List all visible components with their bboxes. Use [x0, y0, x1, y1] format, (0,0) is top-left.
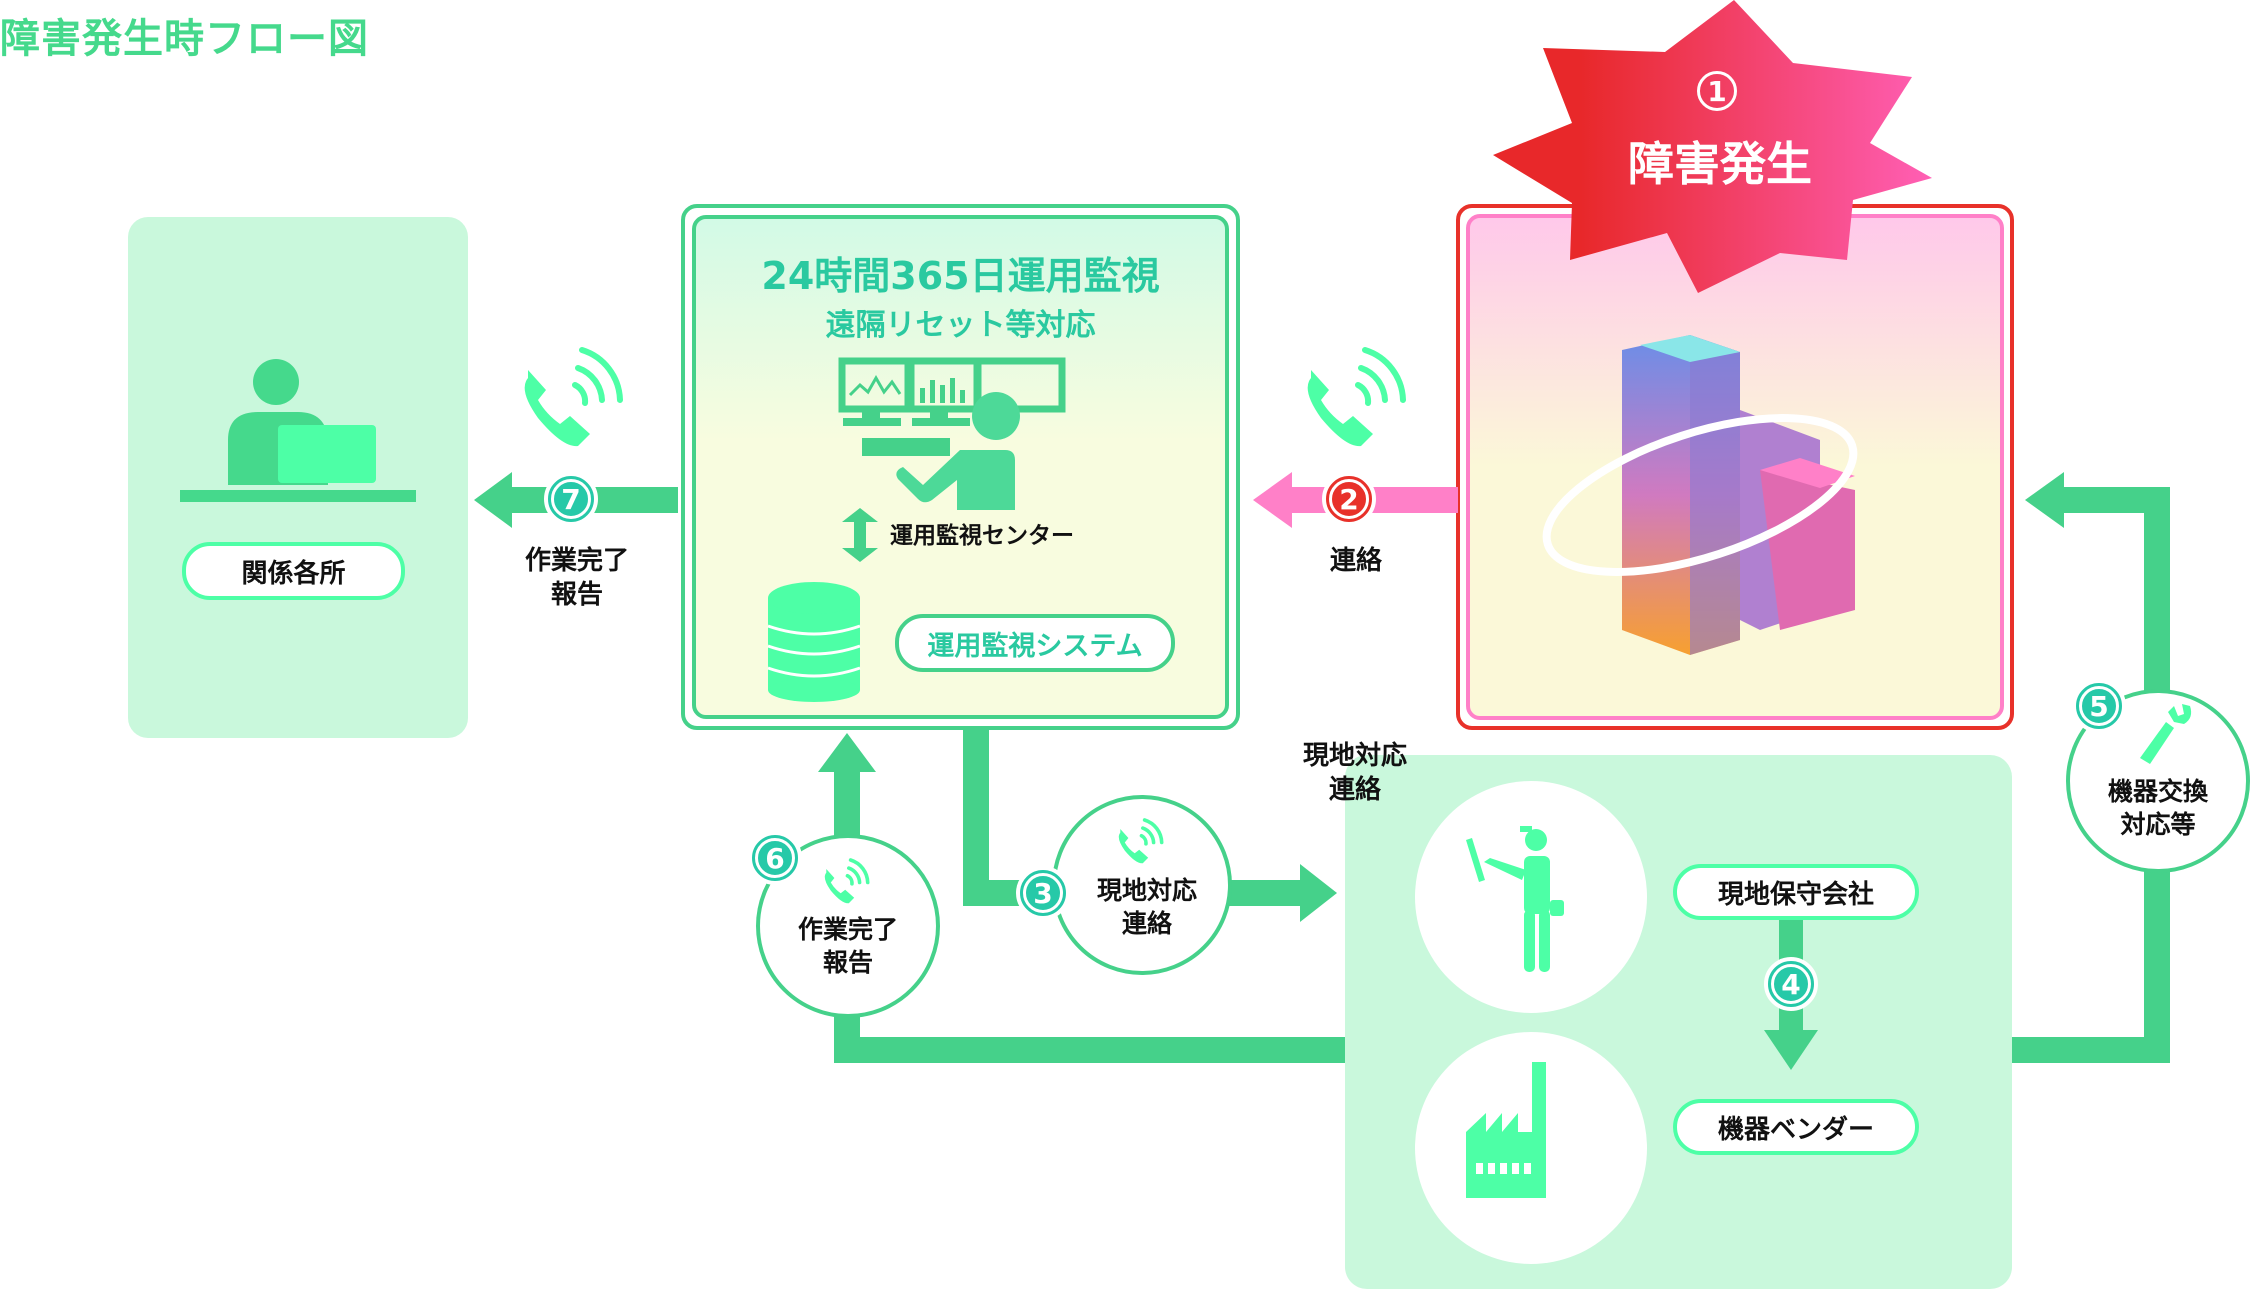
- step2-label: 連絡: [1329, 546, 1382, 576]
- equipment-vendor-button[interactable]: 機器ベンダー: [1673, 1099, 1919, 1155]
- office-worker-icon: [180, 359, 416, 502]
- technician-icon: [1466, 826, 1564, 972]
- incident-starburst: [1493, 0, 1932, 293]
- phone-icon: [524, 347, 623, 447]
- phone-icon: [1118, 818, 1164, 864]
- monitoring-system-button[interactable]: 運用監視システム: [895, 614, 1175, 672]
- phone-icon: [1307, 347, 1406, 447]
- step7-badge: 7: [544, 472, 598, 526]
- up-down-arrow-icon: [842, 508, 878, 562]
- phone-icon: [824, 858, 870, 904]
- related-parties-button[interactable]: 関係各所: [182, 542, 405, 600]
- step3-label: 現地対応連絡: [1096, 876, 1197, 938]
- step6-label: 作業完了報告: [797, 915, 898, 977]
- onsite-contact-note: 現地対応連絡: [1302, 741, 1407, 805]
- wrench-icon: [2140, 704, 2192, 764]
- step5-badge: 5: [2072, 679, 2126, 733]
- incident-label: 障害発生: [1628, 137, 1812, 191]
- step3-badge: 3: [1016, 866, 1070, 920]
- page-title: 障害発生時フロー図: [0, 16, 369, 62]
- step5-label: 機器交換対応等: [2107, 777, 2208, 839]
- step6-badge: 6: [748, 831, 802, 885]
- building-icon: [1542, 335, 1858, 655]
- maintenance-company-button[interactable]: 現地保守会社: [1673, 864, 1919, 920]
- monitoring-title: 24時間365日運用監視: [761, 254, 1160, 298]
- database-icon: [767, 582, 861, 702]
- monitoring-center-label: 運用監視センター: [890, 523, 1074, 549]
- step6-circle: [756, 834, 940, 1018]
- step7-label: 作業完了報告: [524, 546, 629, 610]
- step2-badge: 2: [1322, 472, 1376, 526]
- monitoring-subtitle: 遠隔リセット等対応: [825, 308, 1096, 343]
- step1-badge: 1: [1690, 64, 1744, 118]
- factory-icon: [1466, 1062, 1546, 1198]
- step4-badge: 4: [1764, 957, 1818, 1011]
- monitoring-operator-icon: [838, 357, 1066, 510]
- step5-circle: [2066, 689, 2250, 873]
